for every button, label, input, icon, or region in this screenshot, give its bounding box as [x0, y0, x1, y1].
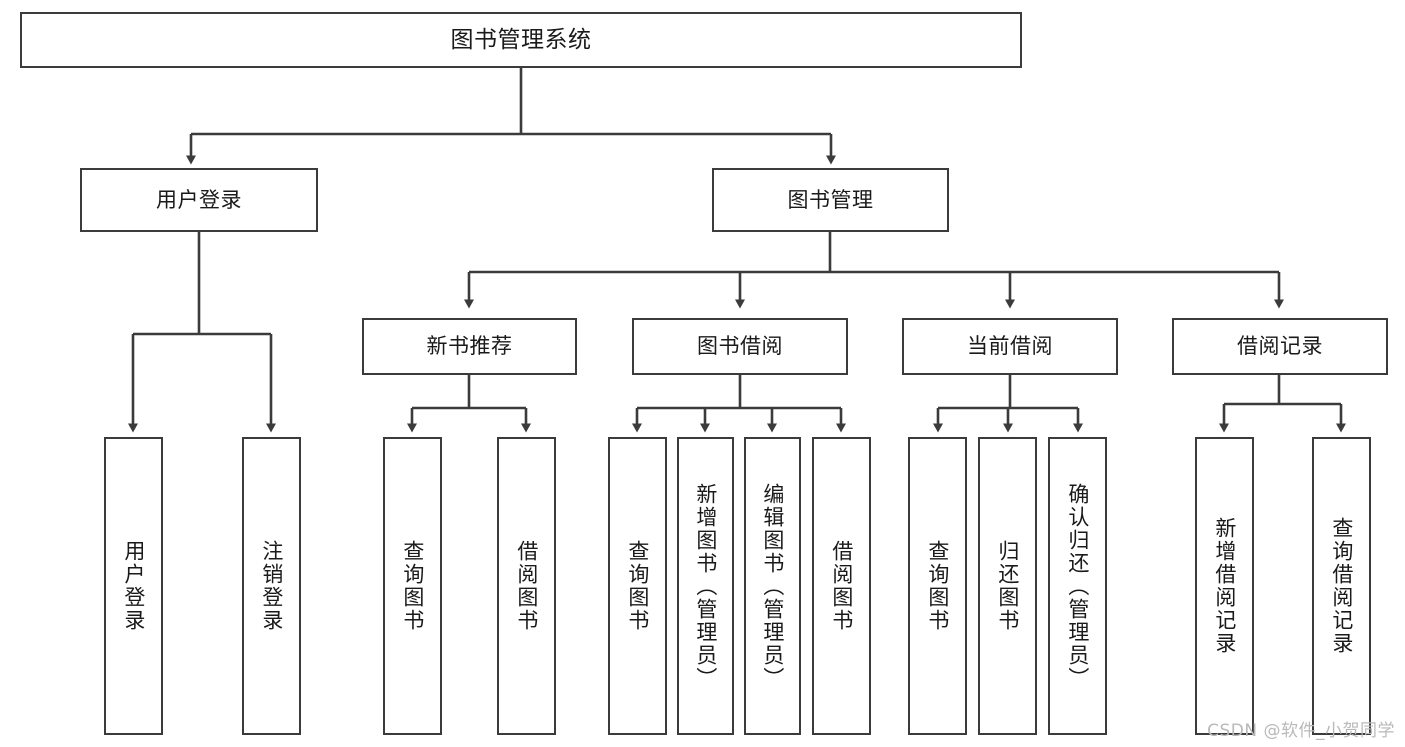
leaf-logout-login[interactable]: 注销登录: [242, 437, 301, 735]
leaf-query-books-current[interactable]: 查询图书: [908, 437, 967, 735]
node-label: 图书管理系统: [450, 26, 592, 53]
node-label: 查询借阅记录: [1329, 517, 1354, 655]
node-label: 借阅图书: [514, 540, 539, 632]
node-root-system[interactable]: 图书管理系统: [20, 12, 1022, 68]
node-label: 新书推荐: [426, 334, 513, 359]
leaf-borrow-books-recommend[interactable]: 借阅图书: [497, 437, 556, 735]
node-label: 查询图书: [400, 540, 425, 632]
node-label: 借阅记录: [1237, 334, 1323, 359]
leaf-user-login[interactable]: 用户登录: [104, 437, 163, 735]
node-label: 借阅图书: [829, 540, 854, 632]
leaf-query-borrow-record[interactable]: 查询借阅记录: [1312, 437, 1371, 735]
leaf-return-book[interactable]: 归还图书: [978, 437, 1037, 735]
node-current-borrow[interactable]: 当前借阅: [902, 318, 1118, 375]
node-label: 查询图书: [925, 540, 950, 632]
leaf-add-book-admin[interactable]: 新增图书（管理员）: [677, 437, 734, 735]
node-label: 注销登录: [259, 540, 284, 632]
node-label: 新增借阅记录: [1212, 517, 1237, 655]
node-label: 确认归还（管理员）: [1065, 482, 1090, 690]
leaf-query-books-borrow[interactable]: 查询图书: [608, 437, 667, 735]
leaf-edit-book-admin[interactable]: 编辑图书（管理员）: [744, 437, 801, 735]
csdn-watermark: CSDN @软件_小贺同学: [1207, 721, 1395, 741]
leaf-borrow-book[interactable]: 借阅图书: [812, 437, 871, 735]
node-borrow-records[interactable]: 借阅记录: [1172, 318, 1388, 375]
node-label: 新增图书（管理员）: [693, 482, 718, 690]
leaf-confirm-return-admin[interactable]: 确认归还（管理员）: [1048, 437, 1107, 735]
node-label: 用户登录: [121, 540, 146, 632]
node-label: 用户登录: [156, 187, 242, 212]
node-book-management[interactable]: 图书管理: [712, 168, 949, 232]
leaf-query-books-recommend[interactable]: 查询图书: [383, 437, 442, 735]
node-label: 图书借阅: [697, 334, 783, 359]
leaf-add-borrow-record[interactable]: 新增借阅记录: [1195, 437, 1254, 735]
node-label: 查询图书: [625, 540, 650, 632]
node-label: 图书管理: [787, 187, 874, 212]
node-book-borrow[interactable]: 图书借阅: [632, 318, 848, 375]
node-new-book-recommend[interactable]: 新书推荐: [362, 318, 577, 375]
node-label: 编辑图书（管理员）: [760, 482, 785, 690]
node-user-login[interactable]: 用户登录: [80, 168, 318, 232]
node-label: 当前借阅: [967, 334, 1053, 359]
node-label: 归还图书: [995, 540, 1020, 632]
